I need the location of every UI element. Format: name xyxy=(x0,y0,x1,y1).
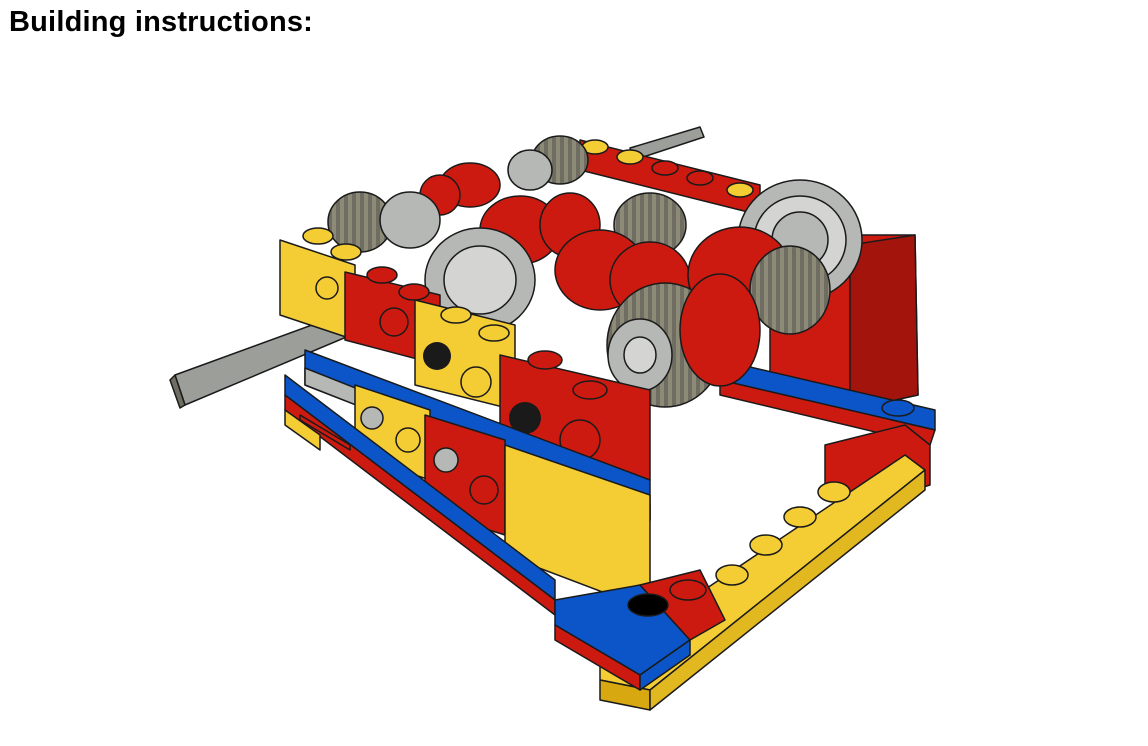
gear-front-center xyxy=(606,273,761,408)
front-plates xyxy=(284,374,556,616)
stud-row-back xyxy=(581,139,754,198)
page-title: Building instructions: xyxy=(9,6,314,38)
stud-row-front-top xyxy=(302,227,608,400)
stud-row-long-plate xyxy=(715,481,851,586)
front-corner-stack xyxy=(554,569,726,691)
pin-holes-top xyxy=(423,342,541,434)
